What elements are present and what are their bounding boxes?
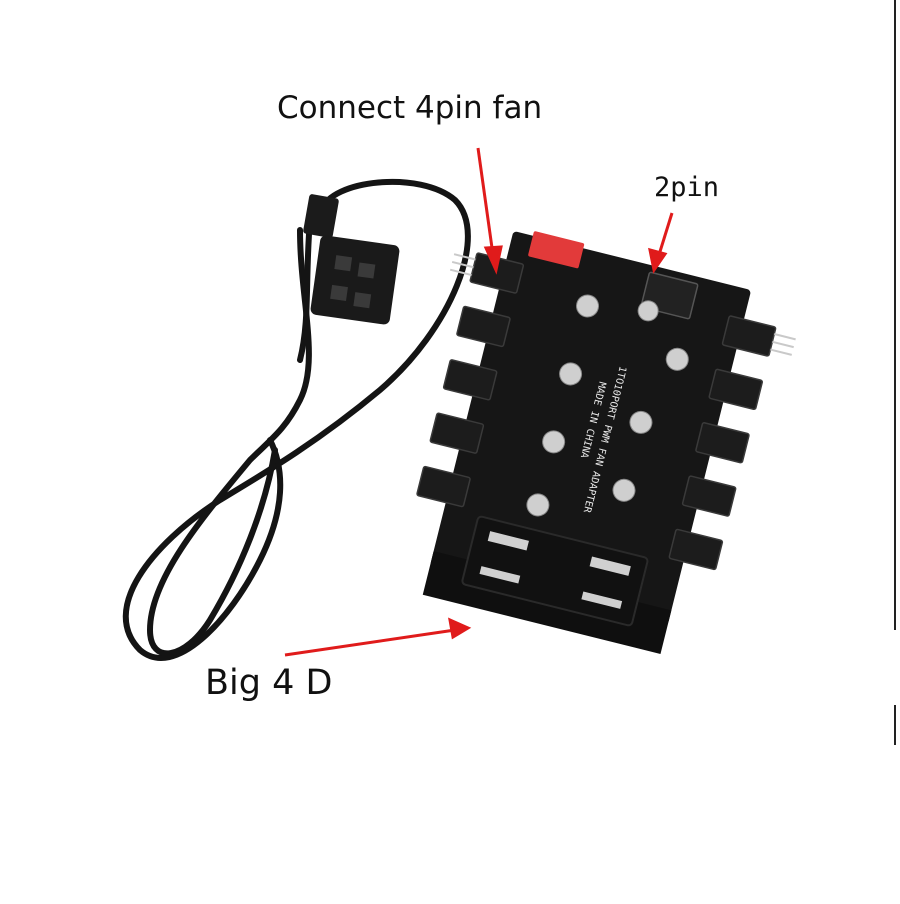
cable-connector-small bbox=[303, 194, 339, 238]
cable-molex-connector bbox=[310, 235, 400, 325]
capacitors bbox=[526, 294, 689, 517]
edge-line-top bbox=[894, 0, 896, 630]
label-2pin: 2pin bbox=[654, 172, 720, 203]
label-big-4d: Big 4 D bbox=[205, 663, 333, 703]
arrow-4pin bbox=[476, 147, 495, 256]
edge-line-bottom bbox=[894, 705, 896, 745]
red-4pin-connector bbox=[528, 231, 585, 269]
right-fan-headers bbox=[668, 315, 777, 571]
power-cable bbox=[122, 178, 471, 661]
fan-hub-board: 1TO10PORT PWM FAN ADAPTER MADE IN CHINA bbox=[416, 231, 796, 655]
left-fan-headers bbox=[416, 252, 525, 508]
annotation-arrows bbox=[284, 147, 674, 657]
arrow-2pin bbox=[656, 212, 674, 259]
header-pins bbox=[449, 253, 796, 356]
arrow-big4d bbox=[284, 628, 456, 657]
label-connect-4pin-fan: Connect 4pin fan bbox=[277, 90, 543, 126]
